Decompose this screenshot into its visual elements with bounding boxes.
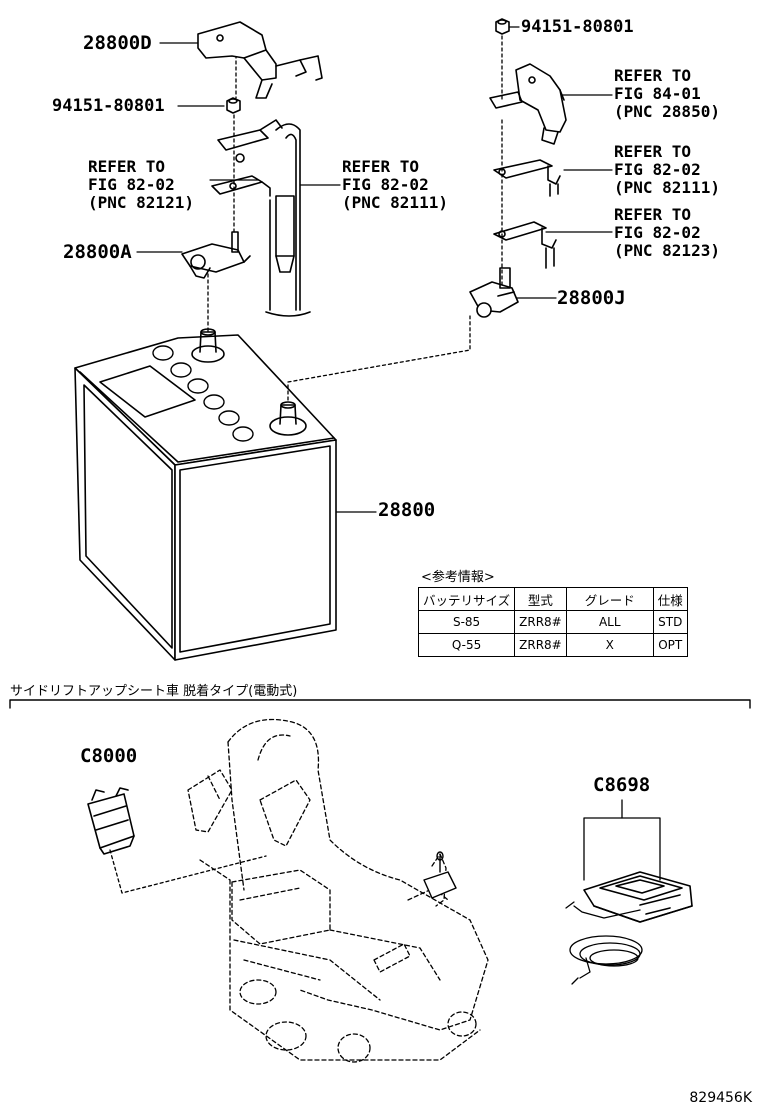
battery-28800 <box>74 328 337 661</box>
lift-up-seat <box>187 718 489 1063</box>
controller-C8000 <box>87 787 135 855</box>
section-title: サイドリフトアップシート車 脱着タイプ(電動式) <box>10 684 298 699</box>
table-row: Q-55 ZRR8# X OPT <box>417 633 688 657</box>
info-table-caption: <参考情報> <box>421 570 495 585</box>
info-table: バッテリサイズ 型式 グレード 仕様 S-85 ZRR8# ALL STD Q-… <box>417 587 688 657</box>
assembly-dashes <box>207 35 503 401</box>
label-94151-left: 94151-80801 <box>52 96 165 116</box>
terminal-clamp-28800A <box>181 231 251 279</box>
label-28800D: 28800D <box>83 32 152 54</box>
c8698-cable <box>565 901 643 985</box>
leader-lines <box>136 26 613 513</box>
remote-unit-C8698 <box>583 871 693 923</box>
label-C8000: C8000 <box>80 745 138 767</box>
info-header: 仕様 <box>652 587 688 611</box>
seat-switch <box>423 851 457 899</box>
nut-94151-left <box>226 97 241 114</box>
label-28800: 28800 <box>378 499 436 521</box>
info-header: バッテリサイズ <box>417 587 516 611</box>
nut-94151-top <box>495 18 510 35</box>
info-header: 型式 <box>514 587 567 611</box>
section-bracket <box>9 699 751 709</box>
label-28800J: 28800J <box>557 287 626 309</box>
label-28800A: 28800A <box>63 241 132 263</box>
c8698-bracket <box>583 799 661 881</box>
bracket-82111-right <box>493 159 561 197</box>
label-94151-top: 94151-80801 <box>521 17 634 37</box>
c8000-dash <box>109 849 267 894</box>
label-C8698: C8698 <box>593 774 651 796</box>
figure-code: 829456K <box>689 1090 752 1106</box>
table-row: S-85 ZRR8# ALL STD <box>417 610 688 634</box>
terminal-clamp-28800J <box>469 267 519 318</box>
bracket-82123 <box>493 221 557 269</box>
info-header: グレード <box>565 587 654 611</box>
terminal-cover-28800D <box>197 21 323 99</box>
cable-82111 <box>265 123 311 317</box>
fuse-block-28850 <box>489 63 567 145</box>
wire-bracket-left <box>211 119 283 197</box>
